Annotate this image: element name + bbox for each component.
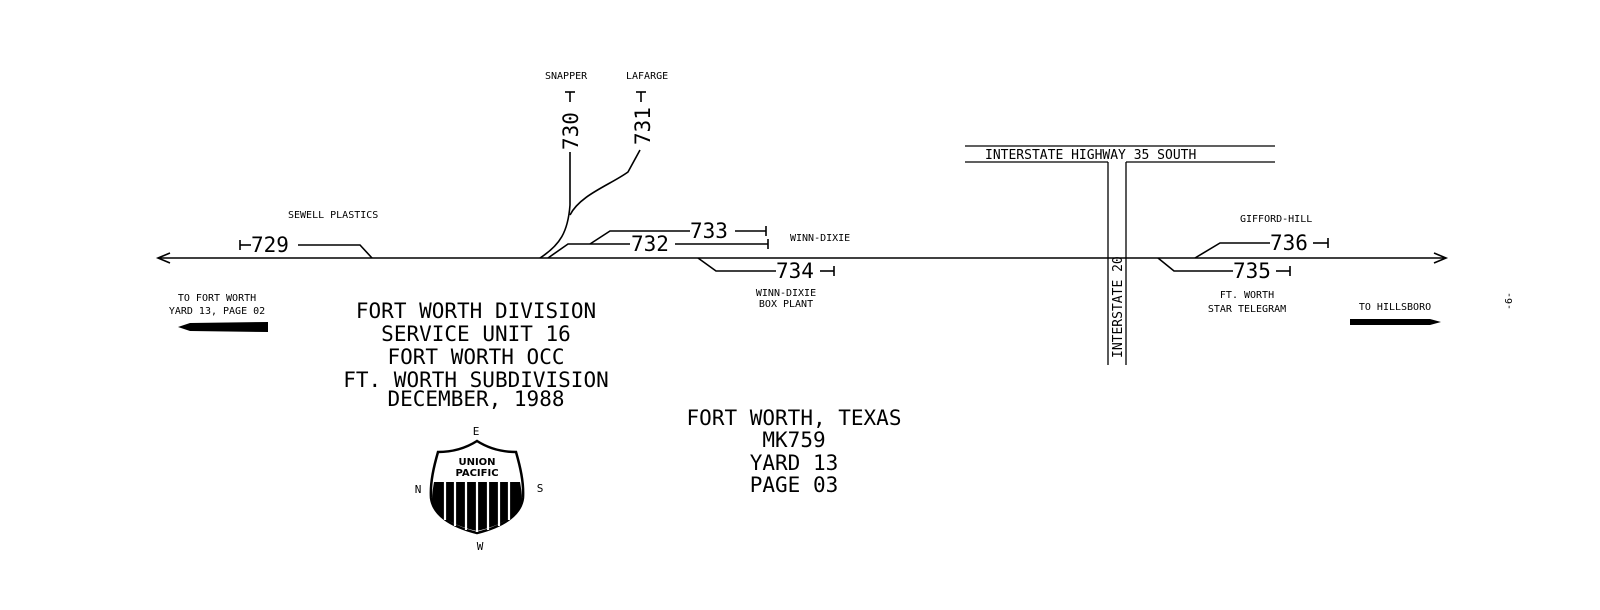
compass-north: N — [415, 483, 422, 496]
track-733-label: 733 — [690, 219, 728, 243]
compass-west: W — [477, 540, 484, 553]
location-line-4: PAGE 03 — [750, 473, 839, 497]
track-731-label: 731 — [631, 107, 655, 145]
compass-east: E — [473, 425, 480, 438]
to-hillsboro-pointer: TO HILLSBORO — [1350, 302, 1441, 325]
winn-dixie-box-plant-label-1: WINN-DIXIE — [756, 288, 816, 299]
compass-south: S — [537, 482, 544, 495]
interstate-35-road: INTERSTATE HIGHWAY 35 SOUTH — [965, 145, 1275, 163]
track-735: 735 — [1157, 257, 1291, 283]
to-hillsboro-label: TO HILLSBORO — [1359, 302, 1431, 313]
to-fort-worth-label-1: TO FORT WORTH — [178, 293, 256, 304]
winn-dixie-label: WINN-DIXIE — [790, 233, 850, 244]
winn-dixie-box-plant-label-2: BOX PLANT — [759, 299, 813, 310]
track-732: 732 — [547, 232, 769, 259]
track-731: 731 — [569, 91, 655, 216]
track-730-label: 730 — [559, 112, 583, 150]
left-arrow-icon — [178, 322, 268, 332]
title-line-3: FORT WORTH OCC — [387, 345, 564, 369]
main-line — [155, 252, 1449, 264]
title-line-2: SERVICE UNIT 16 — [381, 322, 571, 346]
snapper-label: SNAPPER — [545, 71, 588, 82]
track-734-label: 734 — [776, 259, 814, 283]
to-fort-worth-pointer: TO FORT WORTH YARD 13, PAGE 02 — [169, 293, 268, 332]
interstate-20-label: INTERSTATE 20 — [1111, 256, 1126, 358]
track-733: 733 — [589, 219, 767, 245]
svg-text:PACIFIC: PACIFIC — [455, 468, 498, 479]
svg-text:UNION: UNION — [458, 457, 495, 468]
track-736-label: 736 — [1270, 231, 1308, 255]
track-735-label: 735 — [1233, 259, 1271, 283]
location-line-2: MK759 — [762, 428, 825, 452]
sewell-plastics-label: SEWELL PLASTICS — [288, 210, 378, 221]
lafarge-label: LAFARGE — [626, 71, 668, 82]
gifford-hill-label: GIFFORD-HILL — [1240, 214, 1312, 225]
page-marker: -6- — [1504, 292, 1515, 310]
title-block: FORT WORTH DIVISION SERVICE UNIT 16 FORT… — [343, 299, 609, 411]
title-line-4: FT. WORTH SUBDIVISION — [343, 368, 609, 392]
location-block: FORT WORTH, TEXAS MK759 YARD 13 PAGE 03 — [687, 406, 902, 497]
right-arrow-icon — [1350, 319, 1441, 325]
title-line-5: DECEMBER, 1988 — [387, 387, 564, 411]
track-730: 730 — [539, 91, 583, 259]
track-732-label: 732 — [631, 232, 669, 256]
location-line-1: FORT WORTH, TEXAS — [687, 406, 902, 430]
title-line-1: FORT WORTH DIVISION — [356, 299, 596, 323]
track-729: 729 — [239, 233, 373, 259]
location-line-3: YARD 13 — [750, 451, 839, 475]
to-fort-worth-label-2: YARD 13, PAGE 02 — [169, 306, 265, 317]
union-pacific-shield-icon: UNION PACIFIC — [429, 439, 525, 535]
interstate-35-label: INTERSTATE HIGHWAY 35 SOUTH — [985, 148, 1196, 163]
track-729-label: 729 — [251, 233, 289, 257]
interstate-20-road: INTERSTATE 20 — [1107, 162, 1127, 365]
compass: E N S W — [415, 425, 544, 553]
track-734: 734 — [697, 257, 835, 283]
track-736: 736 — [1194, 231, 1329, 259]
star-telegram-label-1: FT. WORTH — [1220, 290, 1274, 301]
star-telegram-label-2: STAR TELEGRAM — [1208, 304, 1286, 315]
